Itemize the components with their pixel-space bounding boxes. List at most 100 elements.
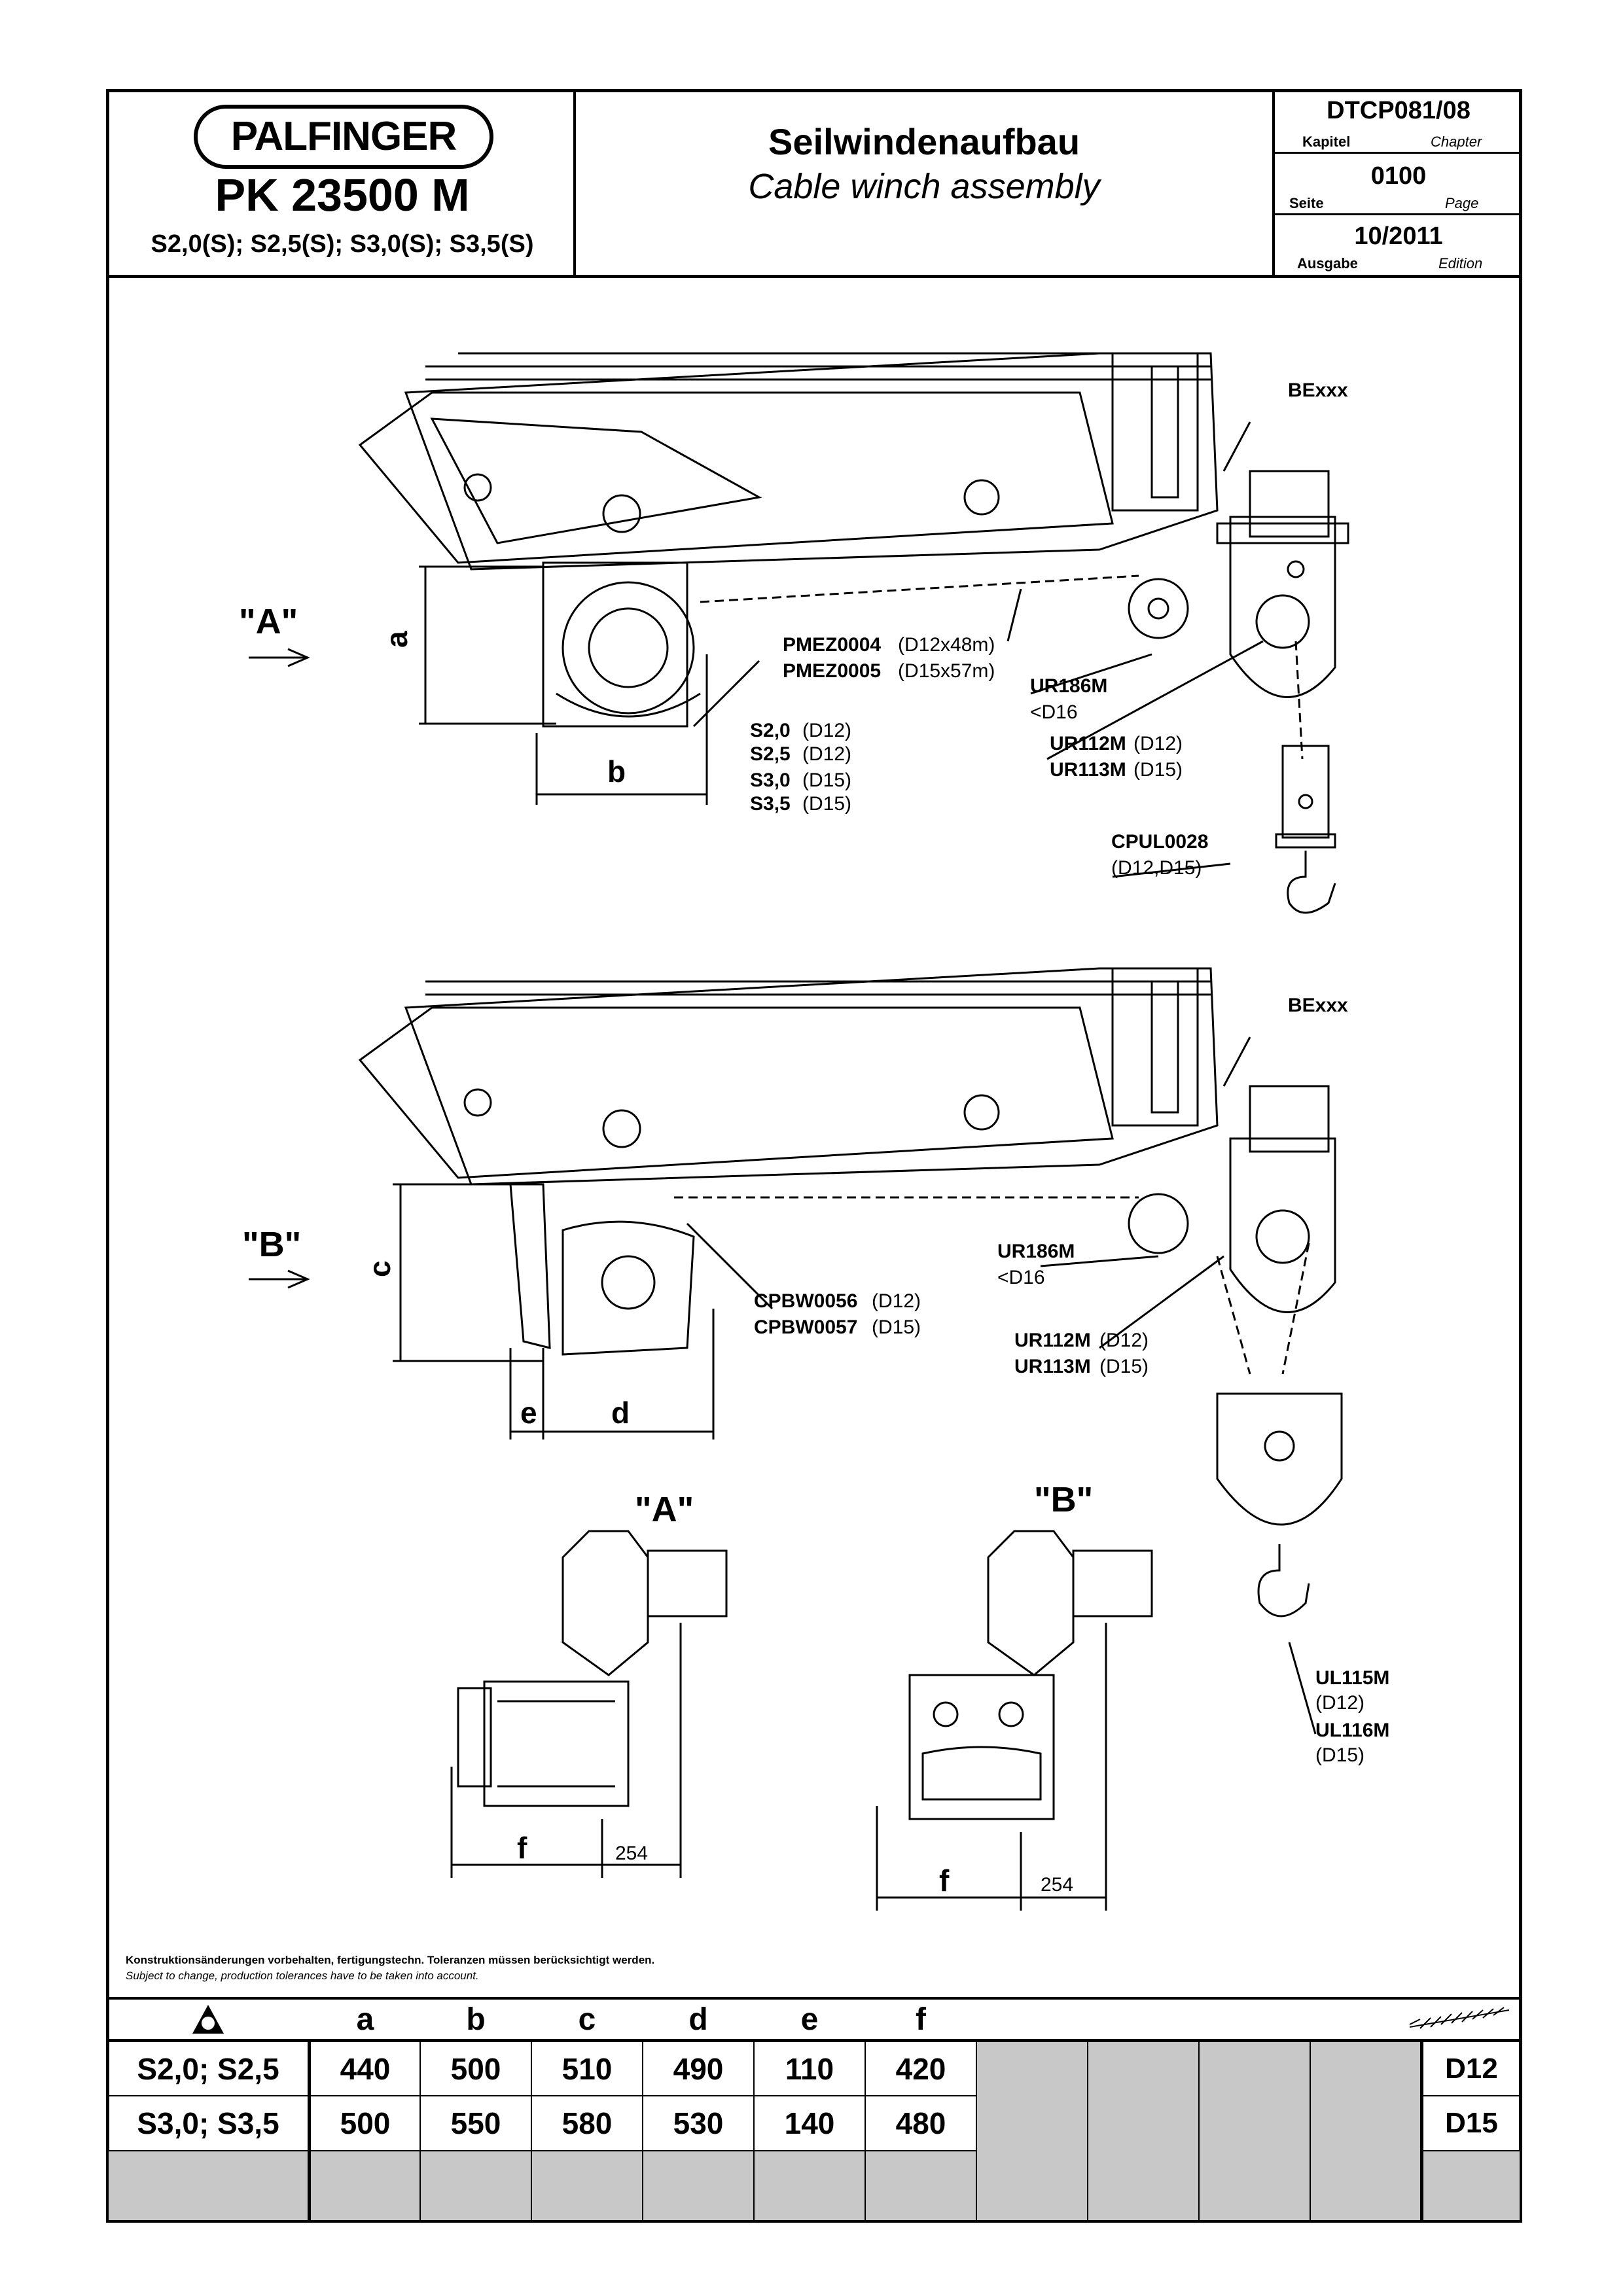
pmez0005-spec: (D15x57m) [898, 660, 995, 682]
cpul-spec: (D12,D15) [1111, 857, 1202, 879]
palfinger-logo: PALFINGER [194, 105, 493, 169]
bexxx-label-top: BExxx [1288, 380, 1348, 401]
palfinger-crane-icon [192, 2005, 224, 2034]
ul115m-spec: (D12) [1315, 1692, 1364, 1714]
row1-cable: D12 [1445, 2052, 1498, 2085]
page-label-en: Page [1445, 195, 1479, 211]
view-b-label-rear: "B" [1034, 1480, 1093, 1519]
header-bottom-line [106, 275, 1522, 278]
page-label-de: Seite [1289, 195, 1324, 211]
table-col-line-3 [642, 2042, 643, 2223]
s25-spec: (D12) [802, 743, 851, 765]
s35-code: S3,5 [750, 793, 791, 815]
cpbw57-code: CPBW0057 [754, 1316, 857, 1338]
edition-value: 10/2011 [1354, 222, 1443, 250]
dim-254-label-b: 254 [1041, 1874, 1073, 1896]
chapter-value: DTCP081/08 [1327, 97, 1471, 124]
hook-block-top [1275, 745, 1336, 914]
table-col-line-0 [308, 2042, 311, 2223]
model-title: PK 23500 M [215, 169, 470, 221]
winch-drum-top [542, 561, 701, 728]
chapter-label-de: Kapitel [1302, 133, 1351, 150]
dim-f-label-a: f [517, 1831, 527, 1865]
model-variants: S2,0(S); S2,5(S); S3,0(S); S3,5(S) [151, 230, 534, 258]
row1-model: S2,0; S2,5 [137, 2051, 279, 2086]
crane-side-view-top [358, 352, 1349, 571]
view-b-label-side: "B" [242, 1225, 301, 1264]
table-col-line-6 [976, 2042, 977, 2223]
note-german: Konstruktionsänderungen vorbehalten, fer… [126, 1954, 655, 1966]
dim-e-label: e [520, 1396, 537, 1430]
dim-f-label-b: f [939, 1863, 950, 1898]
ur186m-label-bottom: UR186M [997, 1241, 1075, 1262]
row2-d: 530 [673, 2106, 724, 2140]
row2-e: 140 [784, 2106, 835, 2140]
table-empty-row [109, 2151, 1520, 2220]
row1-a: 440 [340, 2051, 391, 2086]
header-divider-right [1272, 89, 1275, 276]
rear-view-b [876, 1530, 1153, 1911]
table-col-line-9 [1310, 2042, 1311, 2223]
col-header-f: f [916, 2002, 926, 2037]
row2-a: 500 [340, 2106, 391, 2140]
table-col-line-4 [753, 2042, 755, 2223]
table-top-line [106, 1997, 1522, 2000]
title-english: Cable winch assembly [748, 167, 1100, 206]
row1-b: 500 [450, 2051, 501, 2086]
head-sheave-bottom [1128, 1137, 1336, 1313]
table-col-line-2 [531, 2042, 532, 2223]
s35-spec: (D15) [802, 793, 851, 815]
s20-code: S2,0 [750, 720, 791, 741]
ur112m-spec-top: (D12) [1133, 733, 1183, 754]
row2-c: 580 [562, 2106, 613, 2140]
chapter-label-en: Chapter [1431, 133, 1482, 150]
pmez0005-code: PMEZ0005 [783, 660, 881, 682]
header-box-sep-2 [1272, 213, 1522, 215]
row1-e: 110 [785, 2051, 834, 2086]
cpbw56-spec: (D12) [872, 1290, 921, 1312]
ur113m-spec-bottom: (D15) [1099, 1356, 1149, 1377]
s20-spec: (D12) [802, 720, 851, 741]
table-col-line-1 [419, 2042, 421, 2223]
table-col-line-10 [1420, 2042, 1423, 2223]
cable-bottom [674, 1196, 1310, 1375]
crane-side-view-bottom [358, 967, 1330, 1186]
cpbw56-code: CPBW0056 [754, 1290, 857, 1312]
dim-c-label: c [363, 1260, 397, 1277]
row2-f: 480 [895, 2106, 946, 2140]
row2-cable: D15 [1445, 2107, 1498, 2139]
title-german: Seilwindenaufbau [768, 121, 1080, 162]
ur112m-code-bottom: UR112M [1014, 1330, 1091, 1351]
d16-label-top: <D16 [1030, 701, 1078, 723]
ur112m-spec-bottom: (D12) [1099, 1330, 1149, 1351]
cpul-code: CPUL0028 [1111, 831, 1208, 853]
ul115m-code: UL115M [1315, 1667, 1389, 1689]
table-row-line-1 [106, 2095, 1522, 2096]
pmez0004-code: PMEZ0004 [783, 634, 881, 656]
col-header-d: d [688, 2002, 708, 2037]
drawing-frame [106, 89, 1522, 2223]
s25-code: S2,5 [750, 743, 791, 765]
ur112m-code-top: UR112M [1050, 733, 1126, 754]
edition-label-en: Edition [1438, 255, 1483, 272]
row2-b: 550 [450, 2106, 501, 2140]
table-col-line-5 [865, 2042, 866, 2223]
ul116m-code: UL116M [1315, 1720, 1389, 1741]
row1-f: 420 [895, 2051, 946, 2086]
rear-view-a [450, 1530, 728, 1878]
col-header-e: e [800, 2002, 819, 2037]
page-value: 0100 [1370, 162, 1427, 190]
col-header-a: a [356, 2002, 374, 2037]
table-col-line-7 [1087, 2042, 1088, 2223]
note-english: Subject to change, production tolerances… [126, 1969, 479, 1982]
dim-a-label: a [380, 631, 414, 648]
ur113m-code-bottom: UR113M [1014, 1356, 1091, 1377]
table-row-line-2 [106, 2150, 1522, 2151]
col-header-b: b [466, 2002, 486, 2037]
edition-label-de: Ausgabe [1297, 255, 1358, 272]
d16-label-bottom: <D16 [997, 1267, 1045, 1288]
table-head-line [106, 2039, 1522, 2042]
winch-drum-bottom [509, 1183, 695, 1356]
view-a-label-rear: "A" [635, 1490, 694, 1529]
